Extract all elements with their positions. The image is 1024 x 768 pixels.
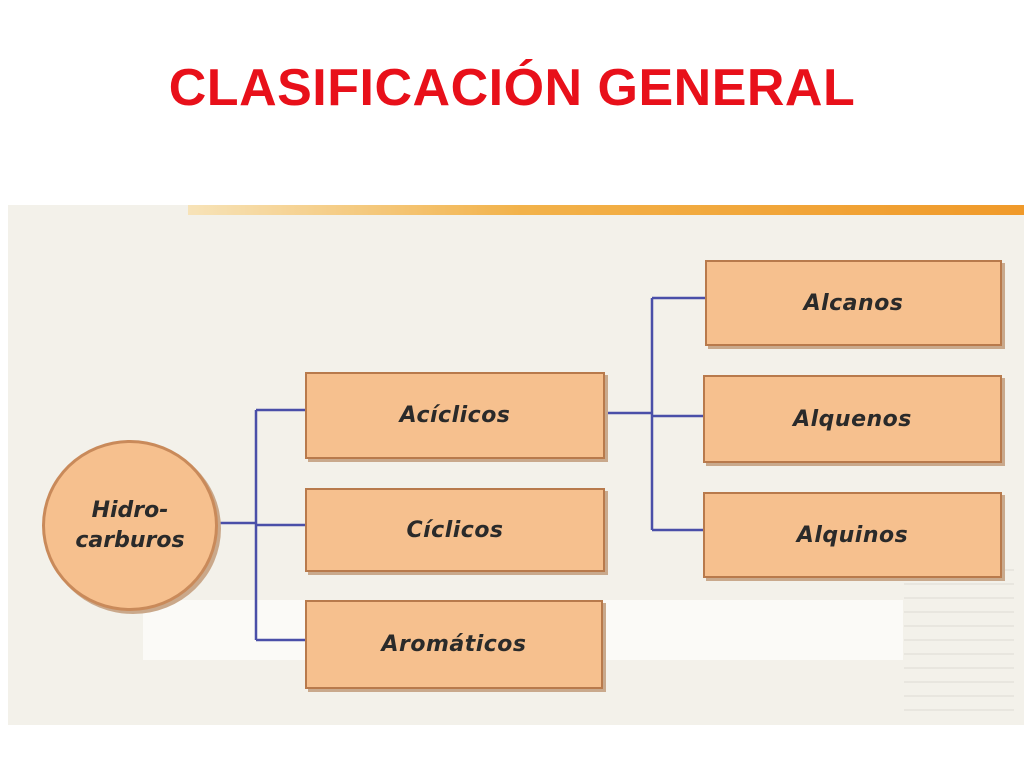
node-ciclicos: Cíclicos: [305, 488, 605, 572]
node-hidrocarburos: Hidro- carburos: [42, 440, 218, 611]
node-ciclicos-label: Cíclicos: [406, 517, 504, 543]
node-hidrocarburos-line2: carburos: [75, 527, 185, 553]
page-title: CLASIFICACIÓN GENERAL: [168, 59, 856, 117]
node-alquenos: Alquenos: [703, 375, 1002, 463]
faint-background-text: [904, 569, 1014, 719]
node-alcanos: Alcanos: [705, 260, 1002, 346]
node-alquenos-label: Alquenos: [793, 406, 912, 432]
node-alcanos-label: Alcanos: [803, 290, 904, 316]
node-aromaticos-label: Aromáticos: [381, 632, 527, 657]
node-aromaticos: Aromáticos: [305, 600, 603, 689]
node-alquinos: Alquinos: [703, 492, 1002, 578]
node-aciclicos-label: Acíclicos: [399, 403, 511, 428]
node-alquinos-label: Alquinos: [796, 522, 909, 548]
node-aciclicos: Acíclicos: [305, 372, 605, 459]
node-hidrocarburos-line1: Hidro-: [91, 497, 169, 523]
decorative-strip: [188, 205, 1024, 215]
